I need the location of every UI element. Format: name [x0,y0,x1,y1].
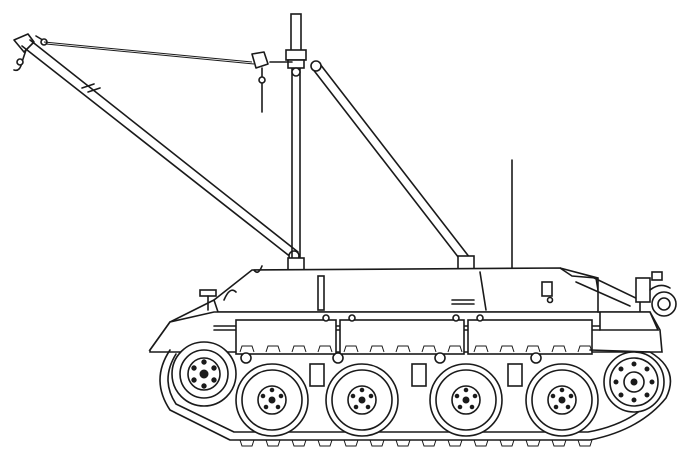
track-outer [159,349,672,441]
drive-sprocket [171,341,237,407]
road-wheel-2 [325,363,399,437]
suspension-units [240,352,542,387]
hatch-seat [199,265,263,311]
running-gear [159,341,672,447]
idler-wheel [603,351,665,413]
crane-assembly [13,13,513,273]
jib-boom [21,39,300,262]
road-wheel-4 [525,363,599,437]
support-strut [310,60,475,271]
rear-deck-equipment [559,267,677,331]
track-links-bottom [239,439,593,447]
hoist-cable [43,41,269,113]
road-wheel-1 [235,363,309,437]
road-wheel-3 [429,363,503,437]
hull [148,265,677,355]
track-links-top [239,345,593,353]
mast [269,13,307,273]
